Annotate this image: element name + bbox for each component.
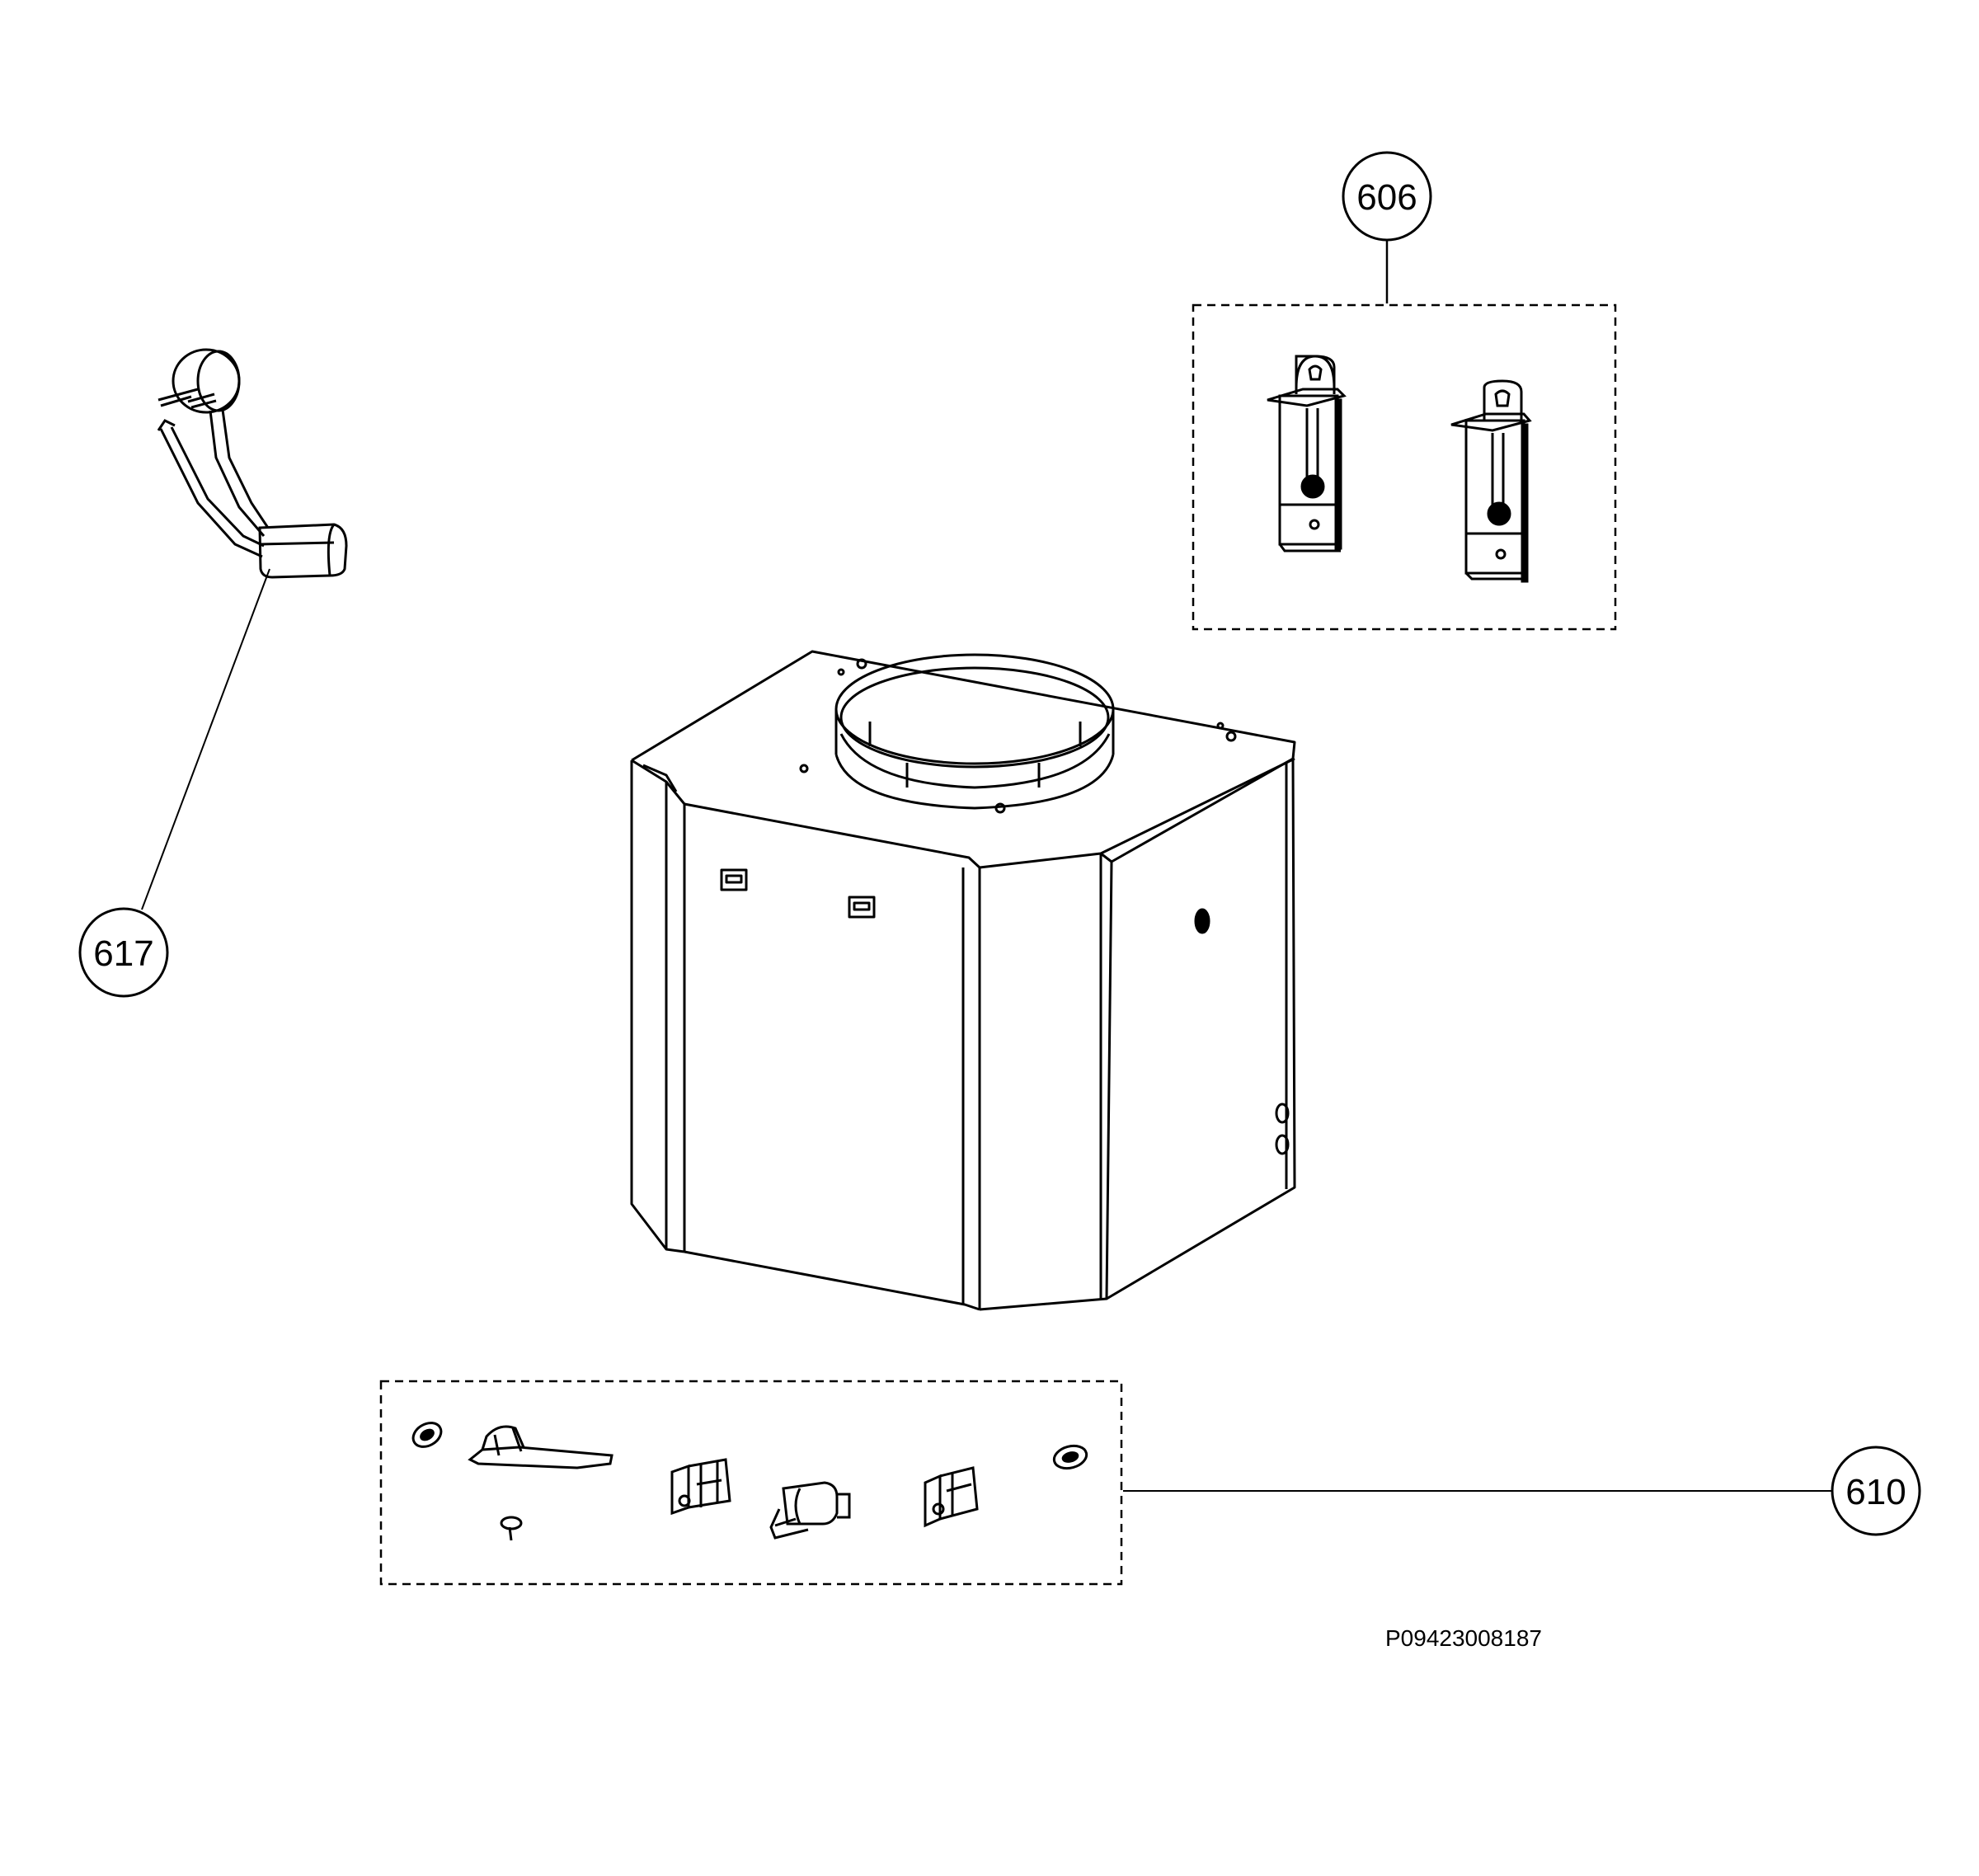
grommet-right — [1052, 1444, 1088, 1470]
bracket-clip-2 — [924, 1466, 979, 1528]
grommet-left — [411, 1422, 443, 1448]
group-box-606 — [1192, 303, 1617, 631]
blower-housing — [630, 650, 1296, 1311]
bracket-clip-1 — [670, 1458, 731, 1516]
callout-610[interactable]: 610 — [1831, 1446, 1921, 1536]
group-box-610 — [379, 1380, 1123, 1586]
callout-606-label: 606 — [1356, 177, 1417, 218]
mounting-bracket-1 — [1267, 355, 1347, 552]
callout-610-label: 610 — [1845, 1472, 1906, 1512]
callout-606[interactable]: 606 — [1342, 151, 1432, 242]
callout-617-label: 617 — [93, 933, 153, 974]
damper-arm — [468, 1425, 613, 1469]
mounting-bracket-2 — [1450, 379, 1532, 583]
screw — [500, 1516, 523, 1541]
hardware-kit-610 — [411, 1422, 1088, 1541]
callout-617[interactable]: 617 — [78, 907, 169, 998]
actuator — [769, 1481, 851, 1540]
drawing-number: P09423008187 — [1385, 1625, 1542, 1651]
sensor-part-617 — [157, 348, 348, 579]
leader-617 — [141, 568, 270, 910]
